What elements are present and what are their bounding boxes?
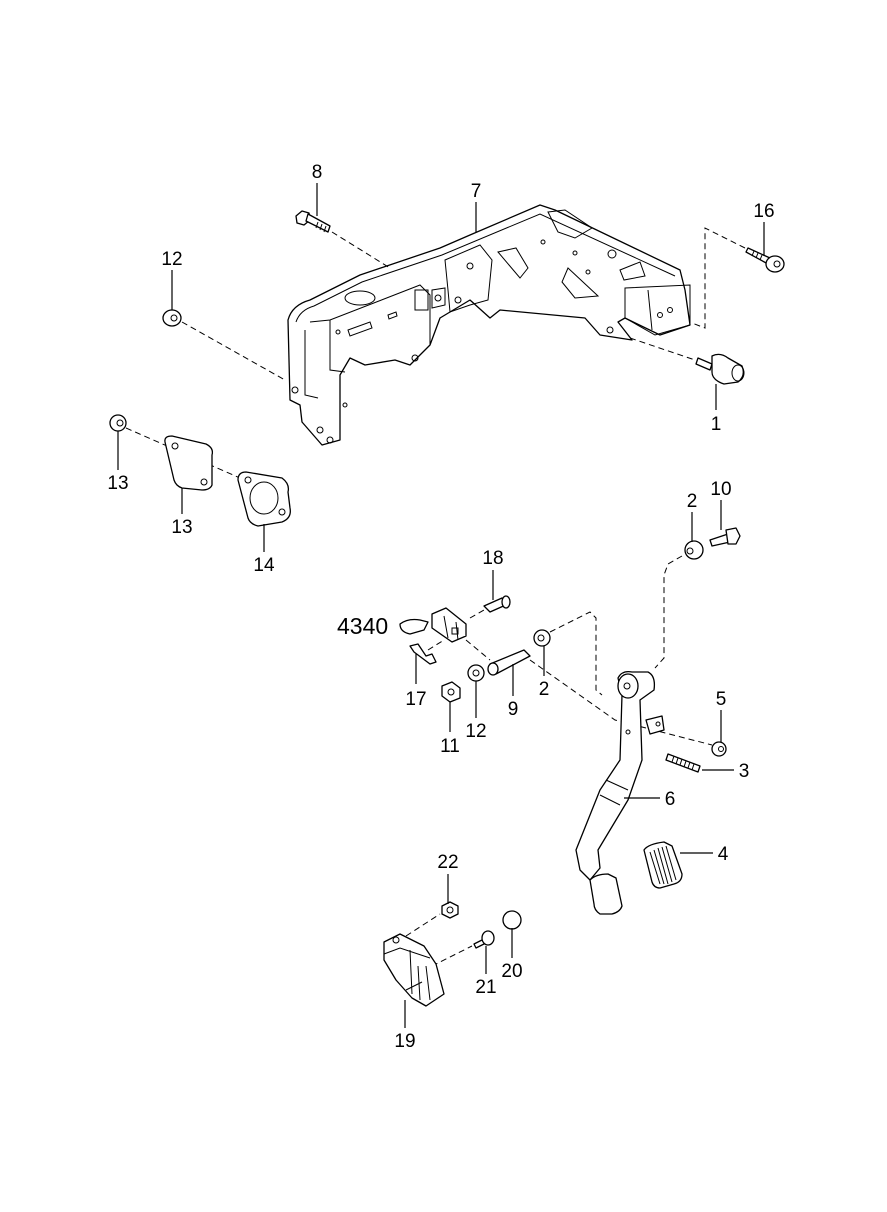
callout-2-left[interactable]: 2 (539, 679, 550, 700)
nut-part-11[interactable] (441, 681, 461, 703)
nut-part-5[interactable] (711, 741, 727, 757)
nut-part-13-top[interactable] (162, 309, 182, 327)
pin-part-17[interactable] (483, 595, 511, 613)
callout-8[interactable]: 7 (471, 181, 482, 202)
callout-12[interactable]: 12 (465, 721, 486, 742)
nut-part-13-lower[interactable] (109, 414, 127, 432)
callout-16[interactable]: 17 (405, 689, 426, 710)
spring-part-3[interactable] (665, 753, 701, 773)
pedal-bracket-part-8[interactable] (287, 204, 691, 446)
callout-21[interactable]: 21 (475, 977, 496, 998)
callout-5[interactable]: 5 (716, 689, 727, 710)
callout-17[interactable]: 18 (482, 548, 503, 569)
callout-13-lower[interactable]: 13 (107, 473, 128, 494)
pedal-foot-plate[interactable] (589, 873, 623, 915)
bolt-part-9[interactable] (295, 210, 331, 233)
bolt-part-10[interactable] (709, 527, 741, 547)
sleeve-part-7[interactable] (487, 649, 531, 676)
callout-6[interactable]: 6 (665, 789, 676, 810)
callout-20[interactable]: 20 (501, 961, 522, 982)
plate-part-15[interactable] (164, 435, 214, 491)
callout-10[interactable]: 10 (710, 479, 731, 500)
stopper-part-20[interactable] (502, 910, 522, 930)
bolt-part-18[interactable] (745, 247, 785, 273)
callout-7[interactable]: 9 (508, 699, 519, 720)
callout-2-right[interactable]: 2 (687, 491, 698, 512)
bushing-part-2-left[interactable] (533, 629, 551, 647)
stud-part-1[interactable] (695, 353, 745, 385)
nut-part-22[interactable] (441, 901, 459, 919)
reference-code-4340[interactable]: 4340 (337, 613, 388, 639)
switch-part-21[interactable] (473, 930, 495, 949)
callout-18[interactable]: 16 (753, 201, 774, 222)
callout-4[interactable]: 4 (718, 844, 729, 865)
pedal-pad-part-4[interactable] (643, 841, 683, 889)
callout-14[interactable]: 14 (253, 555, 275, 576)
callout-3[interactable]: 3 (739, 761, 750, 782)
bushing-part-2-right[interactable] (684, 540, 704, 560)
callout-22[interactable]: 22 (437, 852, 458, 873)
clevis-part[interactable] (431, 607, 467, 643)
clip-part-16[interactable] (409, 643, 437, 665)
callout-19[interactable]: 19 (394, 1031, 415, 1052)
gasket-part-14[interactable] (237, 471, 291, 527)
reference-pointer-4340[interactable] (399, 618, 429, 635)
callout-13-top[interactable]: 12 (161, 249, 182, 270)
callout-15[interactable]: 13 (171, 517, 192, 538)
callout-1[interactable]: 1 (711, 414, 722, 435)
switch-bracket-part-19[interactable] (383, 933, 445, 1007)
callout-9[interactable]: 8 (312, 162, 323, 183)
callout-11[interactable]: 11 (440, 736, 460, 757)
pedal-arm-part-6[interactable] (575, 670, 665, 881)
washer-part-12[interactable] (467, 664, 485, 682)
